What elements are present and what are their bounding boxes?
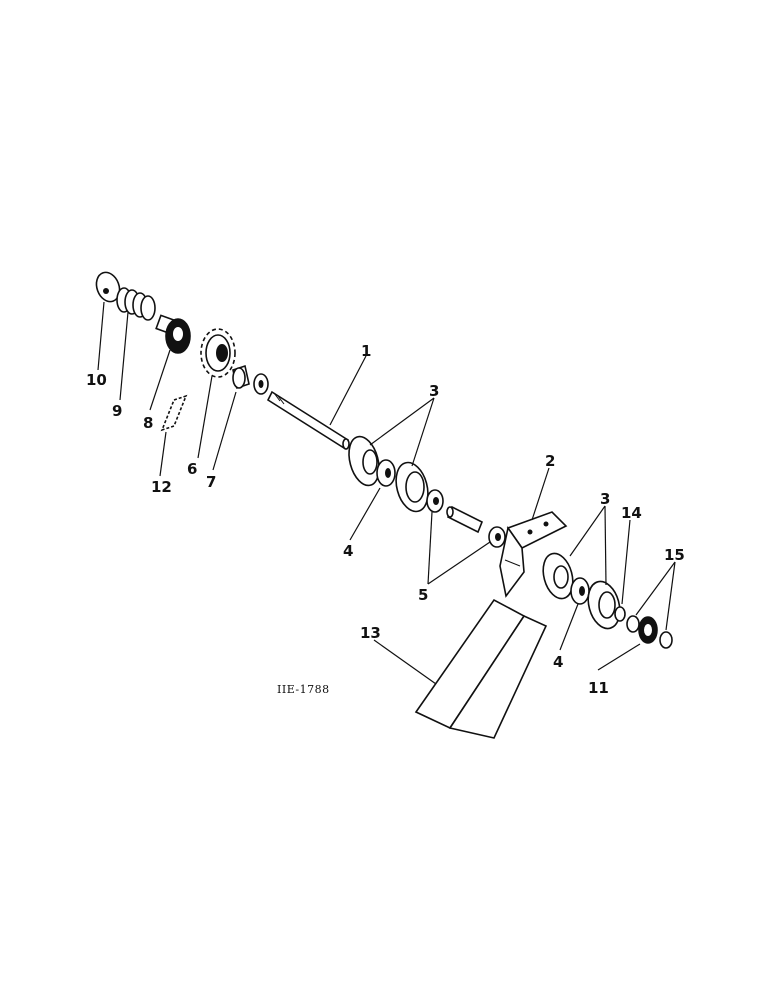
part-15-washer-a	[626, 615, 640, 633]
leader-lines	[97, 301, 676, 685]
part-15-washer-b	[659, 631, 673, 649]
callout-4-left: 4	[343, 542, 353, 560]
part-4-bearing-left	[376, 459, 396, 487]
callout-5: 5	[418, 586, 428, 604]
part-3-flange-left-b	[395, 461, 429, 513]
part-12-key	[160, 394, 188, 432]
part-1-shaft	[266, 390, 350, 450]
part-4-bearing-right	[570, 577, 590, 605]
callout-4-right: 4	[553, 653, 563, 671]
callout-8: 8	[143, 414, 153, 432]
part-6-sprocket	[200, 328, 236, 378]
part-9-spring	[116, 287, 156, 321]
part-10-washer	[95, 271, 121, 303]
callout-6: 6	[187, 460, 197, 478]
part-8-hub	[155, 314, 191, 354]
callout-9: 9	[112, 402, 122, 420]
callout-14: 14	[621, 504, 642, 522]
callout-labels: 1 2 3 3 4 4 5 6 7 8 9 10 11 12 13 14 15	[86, 342, 685, 697]
callout-11: 11	[588, 679, 609, 697]
part-5-spacer-a	[426, 489, 444, 513]
part-3-flange-left-a	[348, 435, 380, 487]
callout-10: 10	[86, 371, 107, 389]
callout-3-right: 3	[600, 490, 610, 508]
part-3-flange-right-a	[542, 552, 574, 600]
part-5-spacer-b	[488, 526, 506, 548]
callout-2: 2	[545, 452, 555, 470]
callout-15: 15	[664, 546, 685, 564]
part-7-bushing	[232, 364, 269, 395]
callout-7: 7	[206, 473, 216, 491]
callout-1: 1	[361, 342, 371, 360]
figure-id: IIE-1788	[277, 683, 330, 696]
part-sleeve	[446, 505, 484, 534]
part-3-flange-right-b	[587, 580, 621, 630]
part-2-bracket	[499, 511, 568, 598]
callout-13: 13	[360, 624, 381, 642]
callout-12: 12	[151, 478, 172, 496]
part-11-sprocket-hub	[638, 616, 658, 644]
callout-3-left: 3	[429, 382, 439, 400]
part-13-shield	[414, 598, 548, 739]
part-14-washer	[614, 606, 626, 622]
